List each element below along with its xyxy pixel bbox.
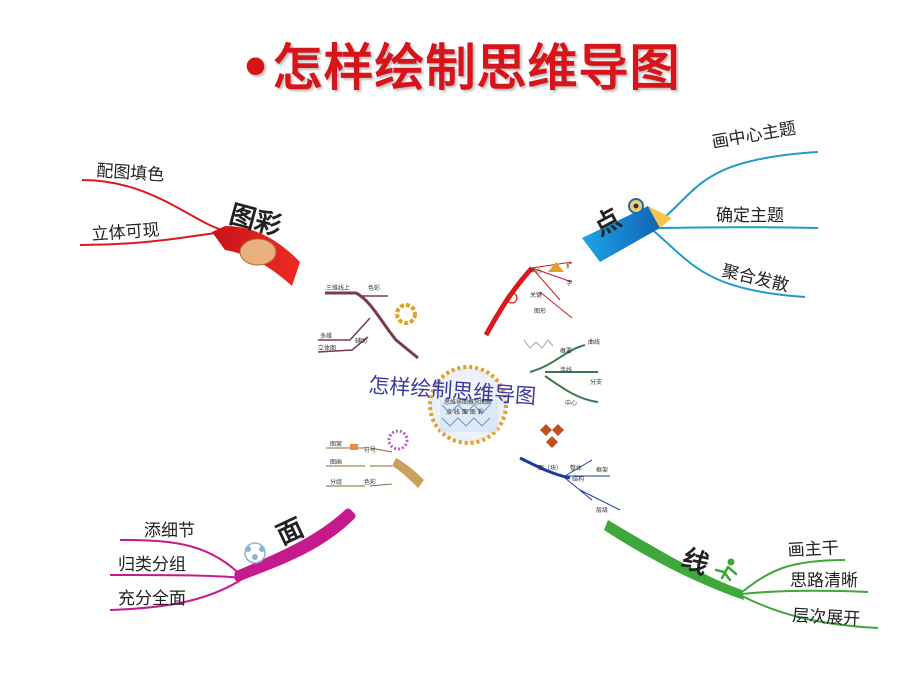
connector-line	[649, 227, 806, 298]
thumb-text: 关键	[530, 291, 542, 299]
lattice-icon	[540, 424, 564, 448]
tucai-item-2: 立体可现	[91, 220, 160, 245]
xian-item-1: 画主干	[787, 538, 839, 561]
thumb-text: 辅助	[355, 337, 367, 345]
center-sub1: 思维导图概念图解	[444, 398, 492, 406]
thumb-text: 分支	[590, 378, 602, 386]
center-pattern	[441, 404, 491, 427]
mian-trunk	[234, 508, 356, 582]
thumb-text: 连线	[560, 366, 572, 374]
center-sub2: 点 线 面 图 彩	[446, 408, 484, 416]
thumb-text: 分组	[330, 478, 342, 486]
thumb-text: 色彩	[368, 284, 380, 292]
connector-line	[79, 231, 223, 246]
mian-item-2: 归类分组	[118, 555, 186, 575]
thumb-br: 面（块） 整体 结构 框架 层级	[519, 424, 621, 514]
dian-item-1: 画中心主题	[710, 118, 797, 152]
branch-xian: 线 画主干 思路清晰 层次展开	[604, 520, 879, 630]
branch-mian: 面 添细节 归类分组 充分全面	[109, 508, 356, 611]
mian-item-3: 充分全面	[118, 589, 186, 609]
circle-icon	[506, 292, 518, 304]
road-dashes	[621, 520, 713, 573]
thumb-text: 符号	[364, 446, 376, 454]
connector-line	[741, 559, 846, 593]
dian-item-2: 确定主题	[716, 206, 784, 226]
xian-item-3: 层次展开	[792, 606, 861, 630]
thumb-mr: 概要 连线 曲线 分支 中心	[523, 338, 602, 407]
slide-title: •怎样绘制思维导图	[239, 39, 681, 97]
thumb-text: 图画	[330, 459, 342, 466]
connector-line	[741, 595, 879, 629]
thumb-text: 框架	[596, 466, 608, 474]
mian-item-1: 添细节	[144, 521, 195, 541]
connector-line	[81, 179, 223, 231]
tree-icon	[523, 339, 554, 349]
thumb-text: 三维线上	[326, 284, 350, 292]
eye-pupil	[633, 203, 639, 209]
thumb-text: 整体	[570, 464, 582, 472]
thumb-text: 曲线	[588, 338, 600, 346]
connector-line	[109, 577, 245, 611]
thumb-text: 多维	[320, 332, 332, 340]
thumb-tl: 三维线上 色彩 多维 立体图 辅助	[317, 284, 419, 360]
thumb-text: 中心	[530, 267, 542, 275]
connector-line	[649, 226, 819, 229]
thumb-text: 中心	[565, 399, 577, 407]
thumb-text: 图案	[330, 440, 342, 448]
thumb-text: 扩	[566, 262, 572, 270]
sunburst-icon	[387, 429, 409, 451]
thumb-text: 立体图	[318, 344, 336, 352]
mini-pic	[350, 444, 358, 450]
thumb-text: 色彩	[364, 478, 376, 486]
thumb-text: 面（块）	[538, 464, 562, 472]
pencil-icon	[582, 206, 660, 262]
xian-trunk	[604, 520, 744, 600]
tucai-item-1: 配图填色	[96, 161, 165, 186]
thumb-bl: 图案 图画 分组 符号 色彩	[326, 429, 424, 488]
connector-line	[119, 539, 245, 579]
xian-item-2: 思路清晰	[790, 571, 858, 591]
thumb-text: 概要	[560, 347, 572, 355]
pencil-icon	[392, 458, 424, 488]
people-icon	[244, 542, 266, 564]
color-wheel-icon	[395, 303, 417, 325]
thumb-text: 结构	[572, 475, 584, 483]
connector-line	[741, 589, 869, 595]
thumb-text: 层级	[596, 506, 608, 514]
runner-icon	[714, 558, 738, 582]
branch-tucai: 图彩 配图填色 立体可现	[79, 161, 300, 286]
thumb-tr: 中心 扩 关键 字 图形	[483, 261, 573, 337]
center-composite: 三维线上 色彩 多维 立体图 辅助 中心 扩 关键 字 图形	[305, 261, 625, 514]
thumb-text: 字	[566, 279, 572, 287]
hand-icon	[239, 238, 277, 266]
center-topic: 怎样绘制思维导图 思维导图概念图解 点 线 面 图 彩	[368, 365, 537, 445]
connector-line	[109, 574, 245, 579]
pencil-tip	[648, 206, 672, 228]
thumb-text: 图形	[534, 307, 546, 315]
branch-dian: 点 画中心主题 确定主题 聚合发散	[582, 118, 819, 298]
triangle-icon	[548, 262, 564, 272]
